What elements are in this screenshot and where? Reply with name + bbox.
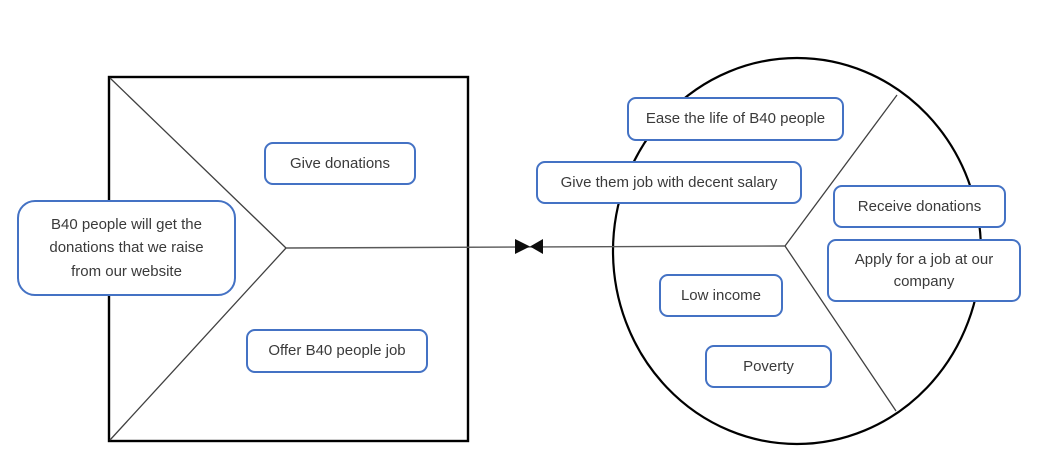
box-apply-for-job: Apply for a job at our company bbox=[827, 239, 1021, 302]
box-offer-b40-people-job-label: Offer B40 people job bbox=[268, 342, 406, 360]
box-apply-for-job-label: Apply for a job at our company bbox=[854, 250, 994, 290]
circle-divider-bottom bbox=[784, 245, 897, 412]
box-ease-life-b40: Ease the life of B40 people bbox=[627, 97, 844, 141]
box-job-decent-salary-label: Give them job with decent salary bbox=[560, 173, 778, 191]
box-give-donations-label: Give donations bbox=[289, 154, 391, 172]
box-offer-b40-people-job: Offer B40 people job bbox=[246, 329, 428, 373]
circle-divider-top bbox=[784, 94, 898, 247]
bowtie-arrowheads-icon bbox=[515, 239, 543, 254]
box-receive-donations-label: Receive donations bbox=[857, 197, 982, 215]
note-box-b40-donations: B40 people will get the donations that w… bbox=[17, 200, 236, 296]
box-low-income: Low income bbox=[659, 274, 783, 317]
box-poverty-label: Poverty bbox=[743, 357, 794, 375]
box-poverty: Poverty bbox=[705, 345, 832, 388]
box-receive-donations: Receive donations bbox=[833, 185, 1006, 228]
box-ease-life-b40-label: Ease the life of B40 people bbox=[645, 110, 826, 128]
box-low-income-label: Low income bbox=[680, 286, 762, 304]
box-give-donations: Give donations bbox=[264, 142, 416, 185]
note-box-label: B40 people will get the donations that w… bbox=[49, 216, 204, 280]
box-job-decent-salary: Give them job with decent salary bbox=[536, 161, 802, 204]
square-diagonal-top bbox=[109, 77, 287, 249]
square-diagonal-bottom bbox=[109, 247, 287, 441]
